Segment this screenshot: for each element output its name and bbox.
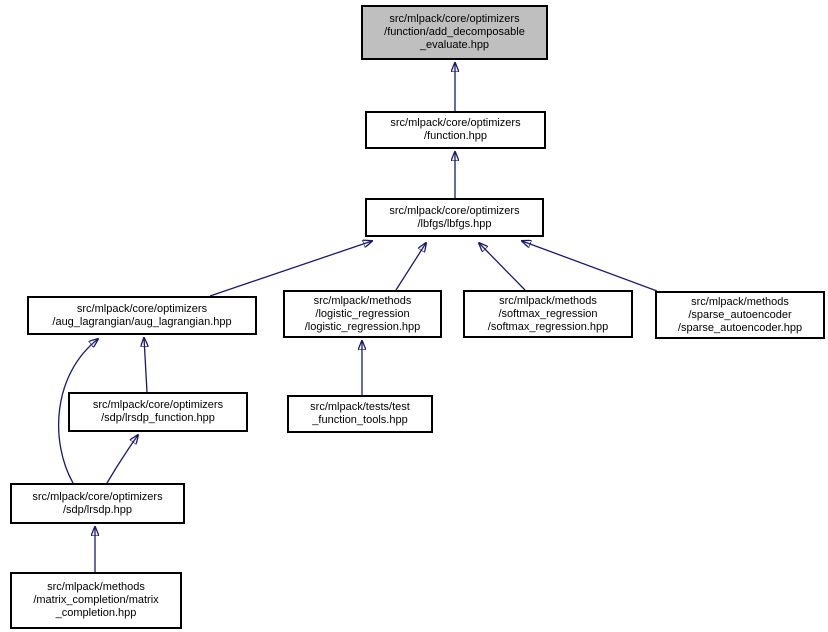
node-label-line: /sdp/lrsdp.hpp [62,503,133,516]
edge-sparse_autoencoder-to-lbfgs [522,241,658,292]
node-label-line: src/mlpack/core/optimizers [389,13,520,25]
node-label-line: /aug_lagrangian/aug_lagrangian.hpp [52,315,232,328]
node-label-line: _completion.hpp [55,607,137,619]
node-label-line: /sdp/lrsdp_function.hpp [101,412,215,424]
node-test_function_tools[interactable]: src/mlpack/tests/test _function_tools.hp… [287,395,433,433]
node-label-line: src/mlpack/core/optimizers [92,399,224,411]
node-aug_lagrangian[interactable]: src/mlpack/core/optimizers /aug_lagrangi… [27,296,257,335]
node-label-line: /matrix_completion/matrix [33,594,159,606]
edge-softmax_regression-to-lbfgs [479,243,526,291]
node-label-line: src/mlpack/core/optimizers [389,204,520,217]
node-label-line: src/mlpack/core/optimizers [76,302,208,315]
node-sparse_autoencoder[interactable]: src/mlpack/methods /sparse_autoencoder /… [655,291,825,339]
node-label-line: src/mlpack/methods [47,581,145,593]
node-label-line: /logistic_regression [315,307,410,320]
edge-lrsdp_function-to-aug_lagrangian [144,338,147,393]
node-lrsdp[interactable]: src/mlpack/core/optimizers /sdp/lrsdp.hp… [10,483,185,524]
node-label-line: _function_tools.hpp [312,414,408,426]
edge-aug_lagrangian-to-lbfgs [209,241,372,297]
node-label-line: src/mlpack/methods [313,294,412,307]
node-function[interactable]: src/mlpack/core/optimizers /function.hpp [365,111,546,149]
node-lrsdp_function[interactable]: src/mlpack/core/optimizers /sdp/lrsdp_fu… [68,392,248,432]
edge-lrsdp-to-aug_lagrangian [58,339,98,484]
node-label-line: src/mlpack/core/optimizers [390,117,521,129]
node-softmax_regression[interactable]: src/mlpack/methods /softmax_regression /… [463,290,633,338]
edge-logistic_regression-to-lbfgs [395,243,426,291]
node-label-line: /softmax_regression [498,307,598,320]
node-label-line: /lbfgs/lbfgs.hpp [417,217,492,230]
node-matrix_completion[interactable]: src/mlpack/methods /matrix_completion/ma… [10,572,182,629]
node-add_decomposable_evaluate[interactable]: src/mlpack/core/optimizers /function/add… [361,5,548,60]
node-label-line: /logistic_regression.hpp [304,320,421,333]
node-lbfgs[interactable]: src/mlpack/core/optimizers /lbfgs/lbfgs.… [365,198,544,237]
node-label-line: src/mlpack/core/optimizers [32,490,163,503]
node-label-line: /sparse_autoencoder [688,308,792,321]
edge-lrsdp-to-lrsdp_function [106,435,138,484]
node-label-line: src/mlpack/methods [691,295,789,308]
node-label-line: /sparse_autoencoder.hpp [677,321,803,334]
node-label-line: /function.hpp [424,130,487,142]
node-label-line: _evaluate.hpp [419,39,490,51]
node-logistic_regression[interactable]: src/mlpack/methods /logistic_regression … [283,290,442,338]
node-label-line: /function/add_decomposable [384,26,525,38]
node-label-line: /softmax_regression.hpp [487,320,609,333]
node-label-line: src/mlpack/tests/test [310,401,410,413]
node-label-line: src/mlpack/methods [499,294,597,307]
